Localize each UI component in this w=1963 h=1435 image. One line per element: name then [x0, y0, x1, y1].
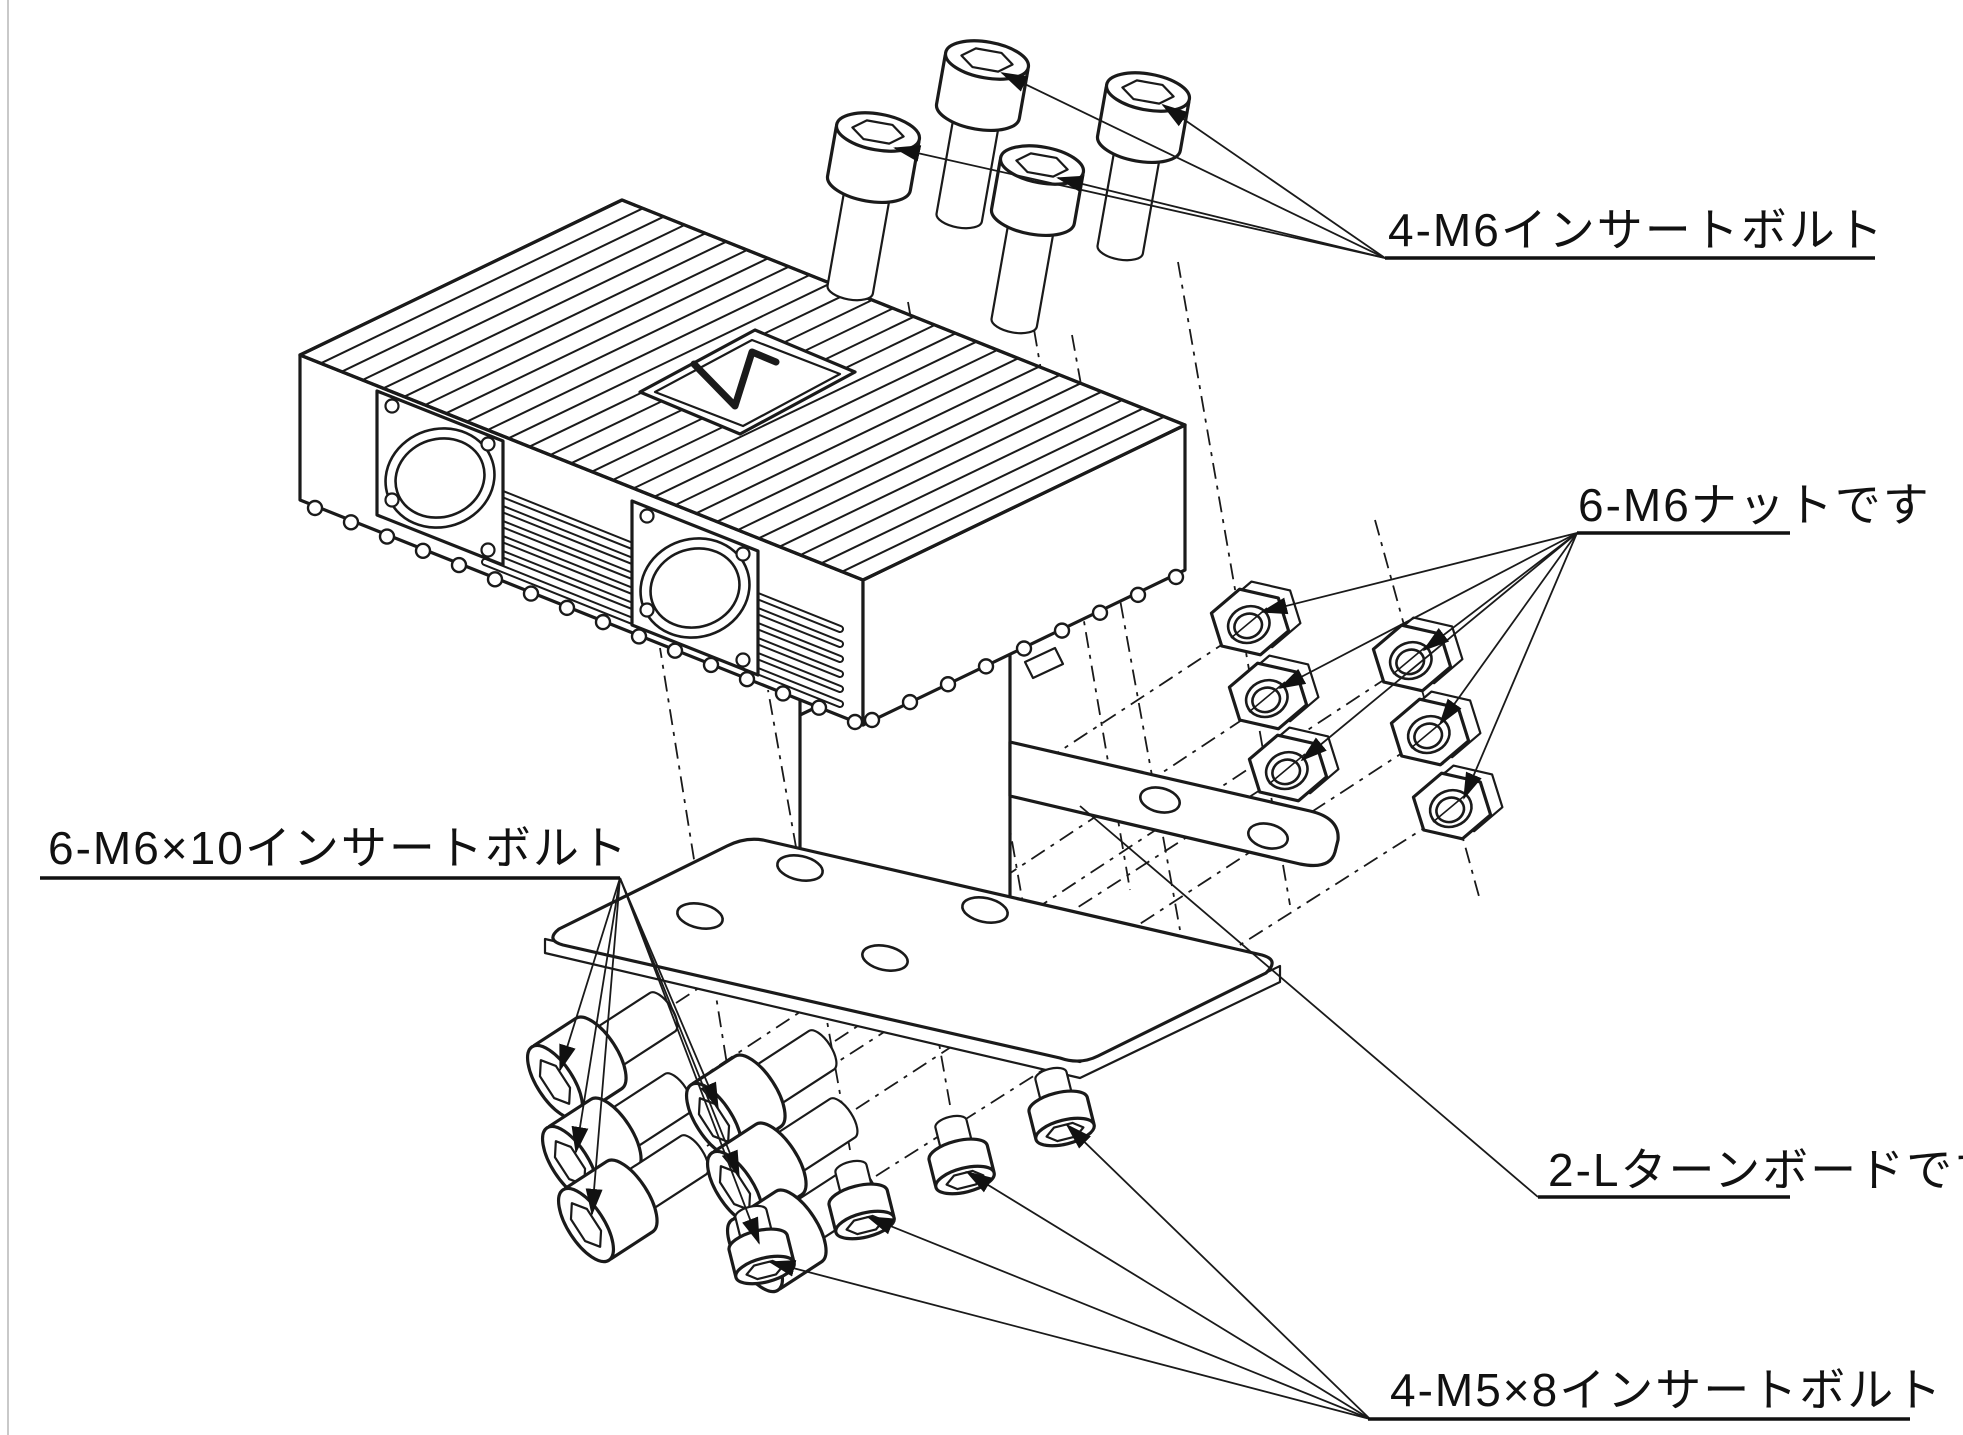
bracket-plate	[543, 837, 1282, 1080]
axis-top-bolt-4	[1177, 261, 1291, 906]
axis-side-bolt-4	[834, 634, 1453, 1042]
axis-side-bolt-2	[690, 674, 1311, 1085]
leader-lines-nuts	[1260, 532, 1578, 800]
m6-nut-1	[1209, 579, 1303, 657]
leader-lines-side-bolts	[559, 877, 760, 1245]
axis-bottom-bolt-4	[981, 669, 1051, 1059]
top-insert-bolts-m6	[805, 33, 1195, 342]
connector-screw	[480, 436, 496, 452]
connector-2	[630, 499, 760, 677]
leader-lines-top-bolts	[893, 72, 1386, 259]
m6-nut-6	[1411, 763, 1505, 841]
m6-nut-5	[1389, 689, 1483, 767]
label-side-bolts: 6-M6×10インサートボルト	[48, 822, 629, 874]
m5x8-insert-bolt-3	[918, 1108, 999, 1201]
fin-end-scallops	[306, 499, 1185, 731]
connector-screw	[384, 492, 400, 508]
axis-bottom-bolt-2	[767, 689, 851, 1151]
m6-nut-2	[1227, 653, 1321, 731]
m6-insert-bolt-1	[805, 105, 925, 309]
connector-screw	[480, 542, 496, 558]
connector-screw	[384, 398, 400, 414]
leader-line-turn-board	[1079, 805, 1539, 1198]
label-bottom-bolts: 4-M5×8インサートボルト	[1390, 1364, 1943, 1416]
connector-screw	[735, 546, 751, 562]
bracket-foot	[1008, 740, 1340, 868]
m6-insert-bolt-4	[1075, 65, 1195, 269]
logo-v-mark	[690, 348, 780, 410]
device-logo	[638, 328, 857, 436]
connector-screw	[639, 508, 655, 524]
connector-screw	[735, 652, 751, 668]
label-turn-board: 2-Lターンボードです	[1548, 1144, 1963, 1196]
heatsink-device	[298, 198, 1187, 731]
label-top-bolts: 4-M6インサートボルト	[1388, 204, 1885, 256]
axis-side-bolt-1	[675, 599, 1291, 1004]
device-tab	[1023, 646, 1065, 680]
m6-nut-4	[1371, 615, 1465, 693]
axis-side-bolt-5	[855, 709, 1469, 1110]
m6-nut-3	[1247, 725, 1341, 803]
connector-1	[375, 389, 505, 567]
connector-screw	[639, 602, 655, 618]
leader-lines-bottom-bolts	[768, 1123, 1371, 1420]
label-nuts: 6-M6ナットです	[1578, 479, 1931, 531]
l-turn-board	[543, 740, 1340, 1080]
annotation-labels: 4-M6インサートボルト 6-M6ナットです 6-M6×10インサートボルト 2…	[40, 204, 1963, 1421]
